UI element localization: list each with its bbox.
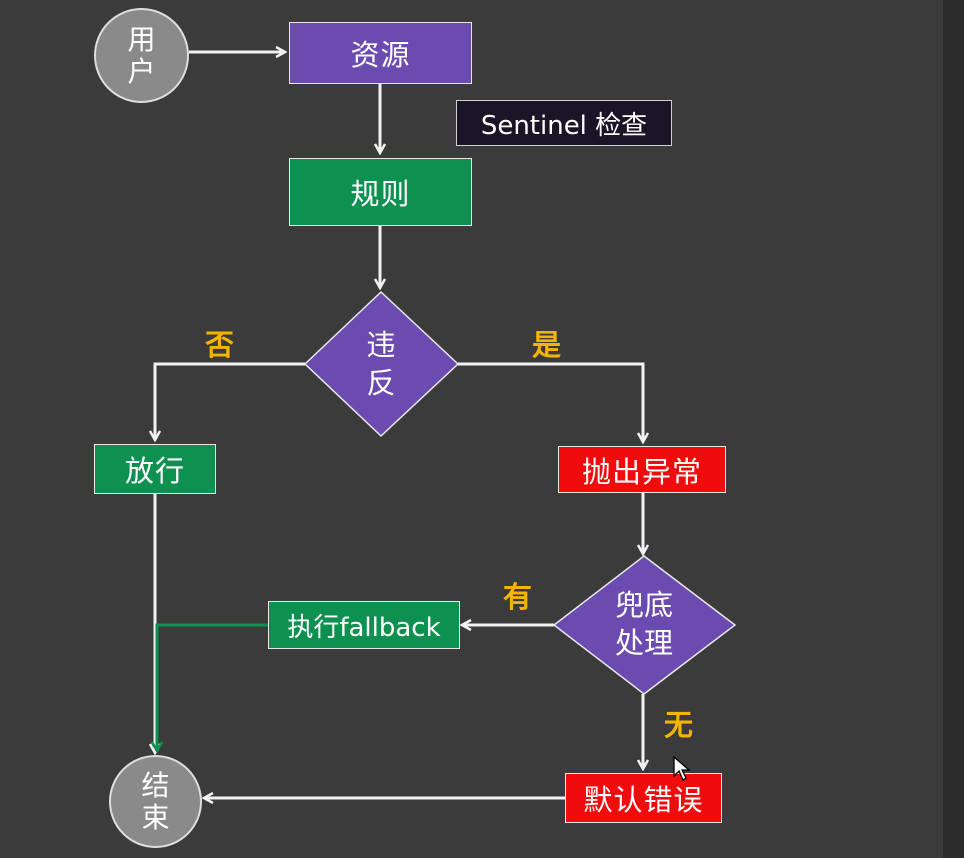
fallback-handling-line2: 处理	[614, 626, 673, 660]
user-label-line2: 户	[127, 54, 156, 88]
default-error-label: 默认错误	[583, 783, 704, 817]
violate-label-line2: 反	[366, 366, 396, 400]
rule-label: 规则	[350, 177, 411, 211]
rule-node: 规则	[289, 158, 472, 226]
mouse-cursor-icon	[673, 756, 691, 781]
resource-node: 资源	[289, 22, 472, 84]
end-label-line1: 结	[141, 768, 170, 802]
branch-label-none: 无	[664, 708, 694, 742]
violate-label-line1: 违	[366, 328, 396, 362]
end-node: 结 束	[109, 755, 202, 848]
throw-exception-label: 抛出异常	[581, 454, 702, 489]
exec-fallback-label: 执行fallback	[287, 612, 441, 643]
user-label-line1: 用	[127, 22, 156, 56]
throw-exception-node: 抛出异常	[558, 446, 726, 493]
fallback-handling-line1: 兜底	[614, 588, 673, 622]
resource-label: 资源	[350, 38, 411, 72]
end-label-line2: 束	[141, 800, 170, 834]
exec-fallback-node: 执行fallback	[268, 601, 460, 649]
pass-label: 放行	[124, 454, 185, 488]
branch-label-yes: 是	[532, 328, 562, 362]
arrow-violate-to-pass	[155, 362, 305, 440]
sentinel-check-label: Sentinel 检查	[456, 100, 672, 146]
fallback-handling-diamond	[552, 555, 737, 695]
branch-label-no: 否	[205, 328, 235, 362]
arrow-exec-fallback-to-end	[157, 623, 268, 751]
fallback-handling-label: 兜底 处理	[599, 586, 689, 662]
branch-label-has: 有	[503, 580, 533, 614]
default-error-node: 默认错误	[565, 773, 722, 823]
violate-label: 违 反	[341, 326, 421, 402]
arrow-violate-to-throw	[458, 362, 643, 442]
user-node: 用 户	[94, 8, 189, 103]
sentinel-check-text: Sentinel 检查	[480, 110, 648, 141]
violate-diamond	[303, 290, 460, 438]
pass-node: 放行	[94, 444, 216, 494]
